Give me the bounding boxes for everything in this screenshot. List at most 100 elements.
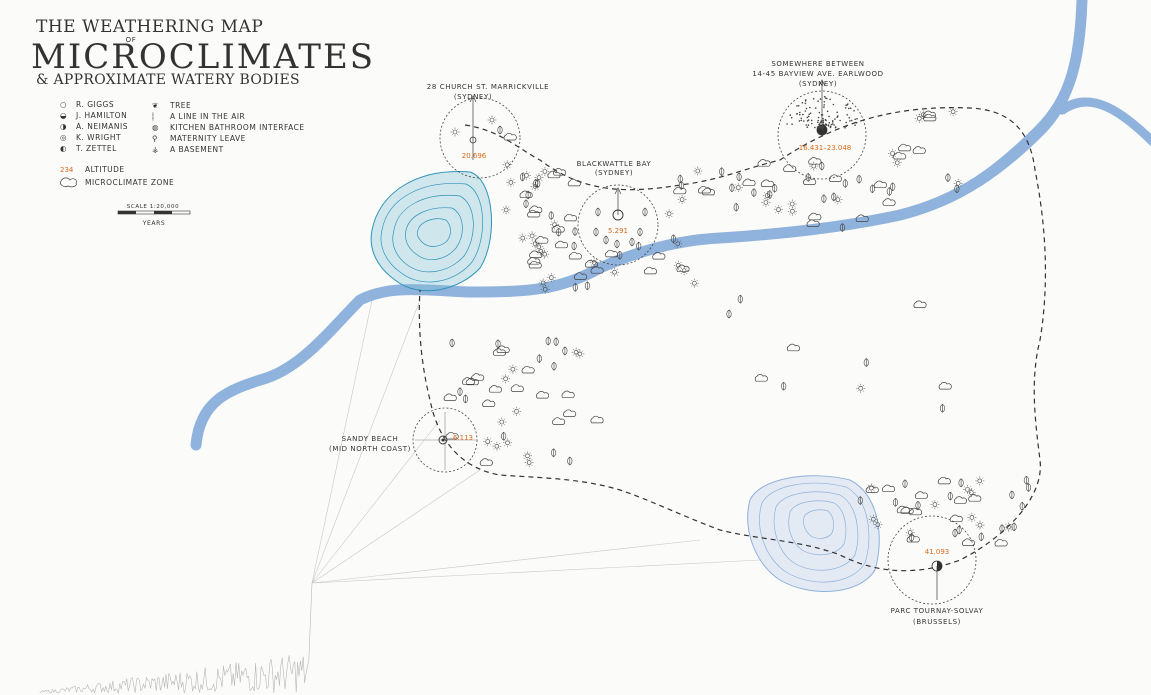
zone-swatch-icon: [60, 177, 77, 188]
label-sandy: SANDY BEACH (MID NORTH COAST) 6.113: [329, 434, 473, 453]
cloud-icon: [949, 514, 963, 523]
sun-icon: [571, 347, 581, 358]
leaf-icon: [501, 431, 507, 441]
cloud-icon: [535, 236, 549, 244]
cloud-icon: [808, 212, 822, 221]
cloud-icon: [552, 417, 566, 425]
sun-icon: [930, 499, 940, 510]
cloud-icon: [912, 146, 926, 154]
legend-symbol: ◒: [60, 111, 67, 120]
place-altitude: 20.696: [462, 152, 487, 160]
sun-icon: [502, 160, 513, 170]
leaf-icon: [952, 528, 958, 538]
leaf-icon: [737, 294, 743, 304]
leaf-icon: [636, 241, 642, 251]
cloud-icon: [828, 174, 842, 182]
leaf-icon: [886, 187, 892, 196]
cloud-icon: [873, 180, 887, 189]
cloud-icon: [914, 491, 928, 499]
sun-icon: [522, 450, 533, 461]
cloud-icon: [994, 538, 1008, 547]
leaf-icon: [736, 172, 742, 182]
sight-lines: [311, 299, 761, 584]
legend-zone-label: MICROCLIMATE ZONE: [85, 178, 174, 187]
zone-tournay: [887, 515, 977, 605]
zone-marrickville: [439, 95, 521, 179]
sun-icon: [866, 483, 877, 493]
place-region: (SYDNEY): [595, 169, 633, 177]
cloud-icon: [742, 178, 756, 187]
cloud-icon: [567, 178, 581, 187]
cloud-icon: [786, 343, 800, 352]
sun-icon: [506, 177, 516, 188]
sun-icon: [517, 233, 528, 243]
leaf-icon: [553, 337, 559, 347]
cloud-icon: [953, 496, 967, 504]
sun-icon: [609, 267, 620, 278]
leaf-icon: [551, 361, 557, 371]
place-name: SANDY BEACH: [342, 435, 399, 443]
cloud-icon: [882, 484, 896, 493]
scale-unit: YEARS: [142, 220, 166, 227]
label-marrickville: 28 CHURCH ST. MARRICKVILLE (SYDNEY) 20.6…: [427, 83, 549, 160]
cloud-icon: [510, 384, 524, 392]
sun-icon: [692, 166, 703, 176]
zone-sandy: [412, 407, 478, 473]
place-altitude: 41.093: [925, 548, 950, 556]
legend: ○ R. GIGGS ◒ J. HAMILTON ◑ A. NEIMANIS ◎…: [60, 100, 304, 227]
leaf-icon: [733, 203, 739, 212]
cloud-icon: [536, 391, 550, 399]
sun-icon: [773, 204, 784, 215]
sun-icon: [905, 527, 916, 538]
label-tournay: 41.093 PARC TOURNAY-SOLVAY (BRUSSELS): [891, 548, 983, 626]
place-region: (SYDNEY): [454, 93, 492, 101]
leaf-icon: [462, 394, 469, 404]
leaf-icon: [856, 175, 862, 184]
sun-icon: [549, 219, 560, 230]
leaf-icon: [551, 448, 557, 458]
legend-symbol: ◐: [60, 144, 67, 153]
place-altitude: 6.113: [453, 434, 473, 442]
legend-altitude-value: 234: [60, 166, 74, 174]
river: [190, 0, 1151, 451]
leaf-icon: [545, 336, 551, 346]
leaf-icon: [1023, 475, 1029, 485]
legend-label: R. GIGGS: [76, 100, 114, 109]
sun-icon: [530, 181, 540, 192]
cloud-icon: [528, 260, 542, 269]
cloud-icon: [563, 409, 577, 417]
leaf-icon: [781, 381, 787, 391]
leaf-icon: [457, 387, 463, 397]
legend-label: K. WRIGHT: [76, 133, 121, 142]
sun-icon: [521, 170, 532, 181]
leaf-icon: [572, 283, 578, 292]
leaf-icon: [751, 188, 757, 197]
sun-icon: [524, 457, 535, 468]
cloud-icon: [482, 399, 496, 407]
cloud-icon: [479, 458, 493, 466]
place-name: SOMEWHERE BETWEEN: [771, 60, 864, 68]
leaf-icon: [863, 358, 869, 367]
leaf-icon: [729, 183, 735, 193]
map-title: THE WEATHERING MAP OF MICROCLIMATES & AP…: [31, 17, 373, 88]
cloud-icon: [760, 179, 774, 187]
cloud-icon: [893, 151, 907, 160]
leaf-icon: [915, 500, 921, 510]
place-name: 14-45 BAYVIEW AVE. EARLWOOD: [752, 70, 883, 78]
legend-symbol: ⚶: [152, 145, 159, 154]
sun-icon: [482, 436, 493, 447]
scale-bar: [117, 210, 191, 215]
leaf-icon: [562, 346, 568, 356]
legend-label: A. NEIMANIS: [76, 122, 128, 131]
zone-earlwood: [777, 79, 867, 180]
cloud-icon: [913, 300, 927, 308]
cloud-icon: [757, 159, 771, 167]
cloud-icon: [561, 390, 575, 399]
sun-icon: [664, 209, 674, 219]
sun-icon: [677, 194, 687, 205]
cloud-icon: [590, 415, 604, 424]
legend-symbol: ○: [60, 100, 67, 109]
leaf-icon: [902, 479, 908, 489]
sun-icon: [502, 437, 513, 448]
